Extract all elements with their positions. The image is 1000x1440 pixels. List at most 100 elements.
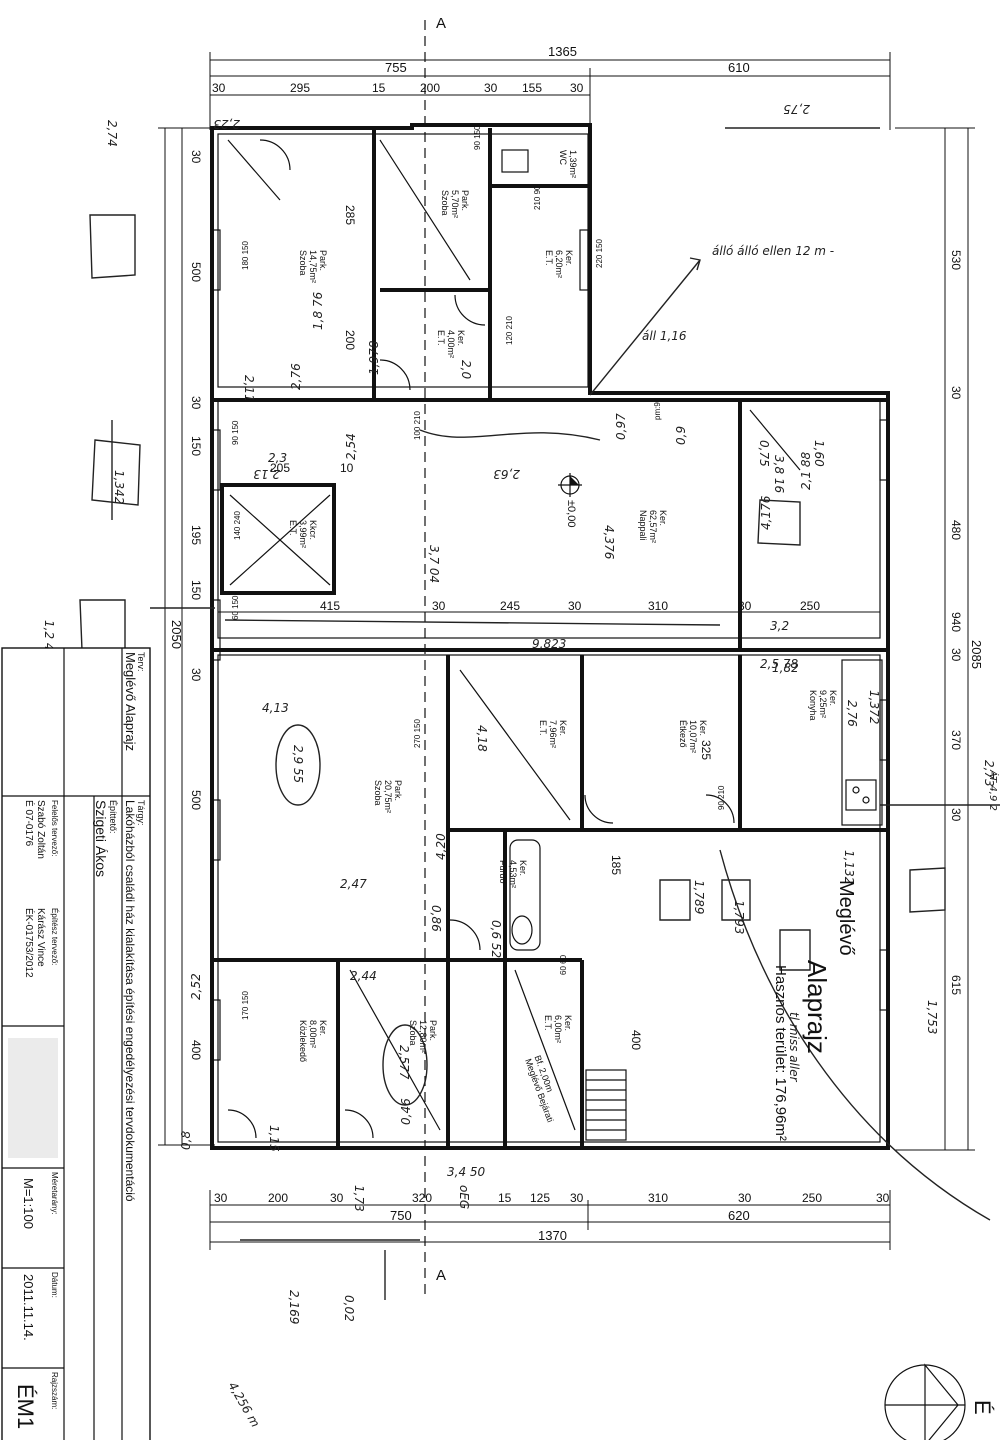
hw-note: 0,97 <box>614 413 628 440</box>
tb-felelos-value: Szabó Zoltán <box>35 800 46 859</box>
hw-note: 4,20 <box>434 833 448 860</box>
room-et-1: E.T. 6,20m² Ker. <box>544 250 574 278</box>
hw-note: 4,18 <box>475 725 489 752</box>
dim-right-seg: 615 <box>949 975 963 995</box>
hw-note: 2,74 <box>105 120 119 147</box>
opening-label: 180 150 <box>241 241 250 270</box>
opening-label: 90 150 <box>473 125 482 150</box>
dim-top-seg: 155 <box>522 81 542 95</box>
svg-text:Ker.: Ker. <box>828 690 838 706</box>
inner-dim: 30 <box>568 599 582 613</box>
section-axis-a-a: A A <box>424 15 446 1300</box>
opening-label: 270 150 <box>413 719 422 748</box>
hw-note: 2,9 55 <box>291 745 305 783</box>
opening-label: 120 210 <box>505 316 514 345</box>
inner-dim: 400 <box>629 1030 643 1050</box>
hw-note: 3,7 04 <box>427 545 441 583</box>
tb-targy-value: Lakóházból családi ház kialakítása építé… <box>123 800 137 1202</box>
dim-top-total: 1365 <box>548 44 577 59</box>
svg-text:Szoba: Szoba <box>408 1020 418 1046</box>
windows <box>211 229 889 1061</box>
svg-text:Kkcr.: Kkcr. <box>308 520 318 540</box>
svg-text:5,70m²: 5,70m² <box>450 190 460 218</box>
inner-dim: 310 <box>648 599 668 613</box>
dim-bottom-seg: 200 <box>268 1191 288 1205</box>
opening-label: 210 90 <box>533 185 542 210</box>
hw-note: 0,02 <box>342 1295 356 1322</box>
dim-bottom-seg: 30 <box>876 1191 890 1205</box>
svg-text:Ker.: Ker. <box>518 860 528 876</box>
dimension-lines-right: 530 30 480 940 30 370 30 615 2085 <box>895 127 984 1151</box>
opening-label: 220 150 <box>595 239 604 268</box>
dim-bottom-seg: 30 <box>738 1191 752 1205</box>
room-et-5: E.T. 6,00m² Ker. <box>543 1015 573 1043</box>
tb-felelos-label: Felelős tervező: <box>50 800 59 856</box>
hw-note: 1,793 <box>732 900 746 934</box>
tb-felelos-code: É 07-0176 <box>23 800 36 847</box>
dim-left-seg: 500 <box>189 790 203 810</box>
dim-right-seg: 530 <box>949 250 963 270</box>
opening-label: 60 60 <box>559 954 568 975</box>
dim-top-right: 610 <box>728 60 750 75</box>
section-mark-bottom: A <box>436 1267 446 1284</box>
room-et-3: E.T. 3,99m² Kkcr. <box>288 520 318 548</box>
room-szoba-4: Szoba 12,80m² Park. <box>408 1020 438 1053</box>
hw-note: 2,13 <box>253 467 280 481</box>
dim-right-seg: 30 <box>949 808 963 822</box>
dim-left-seg: 195 <box>189 525 203 545</box>
inner-dim: 325 <box>699 740 713 760</box>
headline-block: Meglévő Alaprajz Hasznos terület: 176,96… <box>772 880 857 1141</box>
room-labels: Szoba 14,75m² Park. Szoba 5,70m² Park. W… <box>288 150 838 1124</box>
svg-text:4,00m²: 4,00m² <box>446 330 456 358</box>
svg-text:12,80m²: 12,80m² <box>418 1020 428 1053</box>
dim-top-seg: 200 <box>420 81 440 95</box>
hw-note: 0,46 <box>399 1098 413 1125</box>
svg-text:Szoba: Szoba <box>440 190 450 216</box>
room-wc: WC 1,39m² <box>558 150 578 178</box>
room-szoba-3: Szoba 20,75m² Park. <box>373 780 403 813</box>
svg-text:E.T.: E.T. <box>538 720 548 736</box>
hw-note: 2,3 <box>268 451 287 465</box>
headline-title-1: Meglévő <box>835 880 857 956</box>
svg-text:WC: WC <box>558 150 568 165</box>
tb-epitteto-value: Szigeti Ákos <box>93 800 109 877</box>
svg-text:Ker.: Ker. <box>564 250 574 266</box>
tb-terv-value: Meglévő Alaprajz <box>123 652 138 751</box>
hw-note: 1,372 <box>867 690 881 724</box>
room-etkezo: Étkező 10,07m² Ker. <box>678 720 708 753</box>
inner-dim: 185 <box>609 855 623 875</box>
hw-note: áll 1,16 <box>642 329 687 343</box>
svg-text:7,96m²: 7,96m² <box>548 720 558 748</box>
hw-note: oEG <box>457 1185 471 1209</box>
svg-text:6,00m²: 6,00m² <box>553 1015 563 1043</box>
svg-text:Fürdő: Fürdő <box>498 860 508 884</box>
section-mark-top: A <box>436 15 446 32</box>
opening-label: 100 210 <box>413 411 422 440</box>
tb-terv-label: Terv: <box>136 652 146 672</box>
hw-note: 1,73 <box>352 1185 366 1212</box>
svg-text:8,00m²: 8,00m² <box>308 1020 318 1048</box>
dim-right-seg: 480 <box>949 520 963 540</box>
room-kozlekedo: Közlekedő 8,00m² Ker. <box>298 1020 328 1062</box>
hw-note: 0,9 <box>674 426 688 445</box>
svg-text:E.T.: E.T. <box>544 250 554 266</box>
svg-text:1,39m²: 1,39m² <box>568 150 578 178</box>
svg-text:Park.: Park. <box>460 190 470 211</box>
hw-note: 1,342 <box>112 470 126 504</box>
dim-bottom-seg: 320 <box>412 1191 432 1205</box>
hw-note: 4,256 m <box>225 1380 262 1430</box>
svg-text:E.T.: E.T. <box>436 330 446 346</box>
tb-epitteto-label: Építtető: <box>108 800 118 834</box>
level-value: ±0,00 <box>565 500 577 527</box>
opening-label: 60 150 <box>231 595 240 620</box>
opening-labels: 90 150 60 150 180 150 140 240 100 210 12… <box>231 125 726 1020</box>
hw-note: 2,5 78 <box>760 657 799 671</box>
dim-bottom-seg: 250 <box>802 1191 822 1205</box>
hw-note: 9,823 <box>532 637 566 651</box>
hw-note: 2,75 <box>783 102 810 116</box>
hw-note: 1,15 <box>267 1125 281 1152</box>
tb-targy-label: Tárgy: <box>136 800 146 826</box>
dim-bottom-total: 1370 <box>538 1228 567 1243</box>
dim-left-seg: 30 <box>189 668 203 682</box>
hw-note: 1,8 76 <box>311 291 325 330</box>
